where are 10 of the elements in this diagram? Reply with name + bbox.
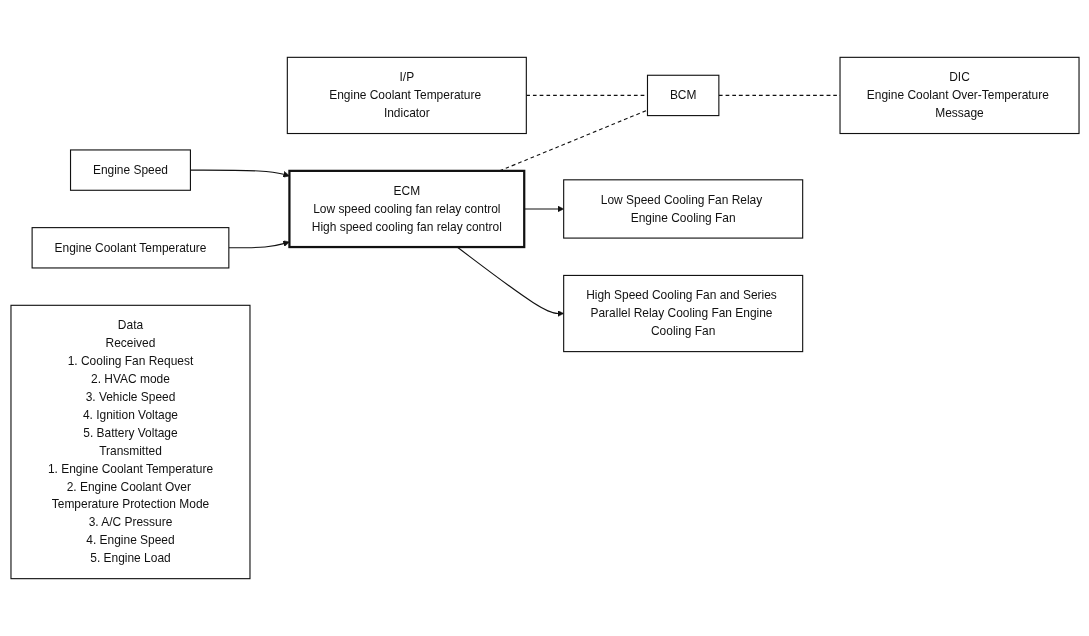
node-box: DIC Engine Coolant Over-Temperature Message bbox=[838, 56, 1080, 135]
arrow bbox=[523, 205, 564, 213]
node-box: High Speed Cooling Fan and Series Parallel Relay Cooling Fan Engine Cooling Fan bbox=[562, 274, 803, 353]
node-box: Engine Coolant Temperature bbox=[31, 227, 229, 269]
node-box: BCM bbox=[646, 74, 719, 117]
node-box: Engine Speed bbox=[69, 149, 191, 191]
node-box: I/P Engine Coolant Temperature Indicator bbox=[286, 56, 527, 135]
node-box: ECM Low speed cooling fan relay control High speed cooling fan relay control bbox=[287, 169, 525, 249]
node-box: Data Received 1. Cooling Fan Request 2. HVAC mode 3. Vehicle Speed 4. Ignition Voltage 5. Battery Voltage Transmitted 1. Engine Coolant Temperature 2. Engine Coolant Over Temperature Protection Mode 3. A/C Pressure 4. Engine Speed 5. Engine Load bbox=[9, 304, 251, 580]
node-box: Low Speed Cooling Fan Relay Engine Cooling Fan bbox=[562, 179, 803, 239]
